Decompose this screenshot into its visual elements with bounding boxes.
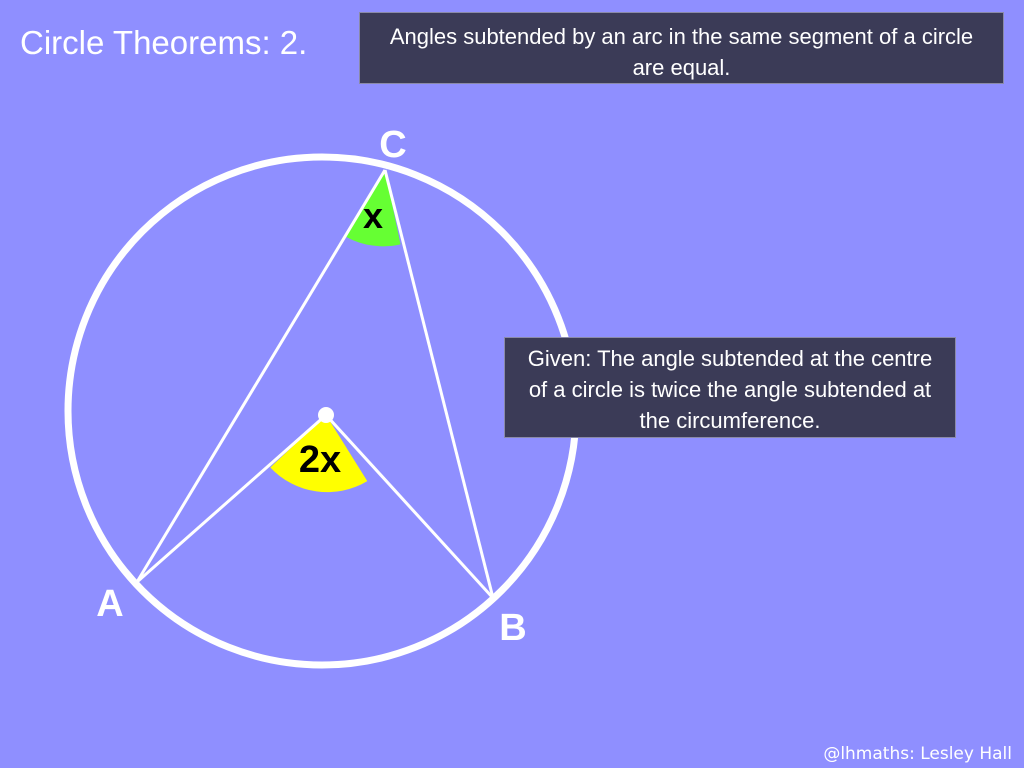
centre-point [318, 407, 334, 423]
given-statement-box: Given: The angle subtended at the centre… [504, 337, 956, 438]
circumference-angle-sector [345, 170, 401, 247]
centre-angle-sector [270, 415, 368, 493]
centre-angle-label: 2x [299, 439, 341, 481]
point-label-a: A [96, 583, 123, 625]
chord-cb [383, 169, 495, 599]
author-credit: @lhmaths: Lesley Hall [823, 744, 1012, 764]
point-label-c: C [379, 124, 406, 166]
given-statement-text: Given: The angle subtended at the centre… [527, 346, 933, 433]
point-label-b: B [499, 607, 526, 649]
radius-oa [136, 413, 327, 584]
theorem-statement-text: Angles subtended by an arc in the same s… [389, 24, 974, 80]
chord-ca [135, 169, 387, 583]
circumference-angle-label: x [363, 195, 383, 236]
radius-ob [324, 413, 495, 600]
theorem-statement-box: Angles subtended by an arc in the same s… [359, 12, 1004, 84]
slide-title: Circle Theorems: 2. [20, 24, 308, 61]
